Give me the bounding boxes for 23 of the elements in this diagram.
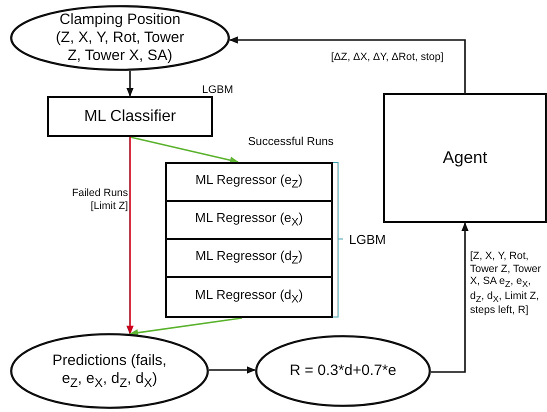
node-text: ML Regressor (d$_{X}$): [195, 287, 303, 307]
arrow: [430, 222, 469, 373]
node-text: ML Classifier: [84, 106, 176, 126]
arrow: [130, 136, 239, 164]
arrow: [208, 366, 256, 374]
arrow: [228, 36, 466, 93]
node-text: ML Regressor (d$_{Z}$): [195, 248, 303, 268]
model-label: LGBM: [202, 84, 234, 98]
model-label: LGBM: [349, 232, 386, 248]
node-text: Predictions (fails, e$_{Z}$, e$_{X}$, d$_{Z}$, d$_{X}$): [51, 352, 168, 390]
arrow: [126, 70, 134, 97]
agent-box: [383, 93, 547, 223]
reward-ellipse: [255, 335, 431, 407]
node-text: Clamping Position (Z, X, Y, Rot, Tower Z, Tower X, SA): [54, 11, 186, 65]
node-text: Agent: [442, 148, 488, 168]
predictions-ellipse: [10, 333, 209, 409]
node-text: R = 0.3*d+0.7*e: [290, 362, 396, 380]
arrow: [126, 137, 134, 335]
edge-label: [ΔZ, ΔX, ΔY, ΔRot, stop]: [331, 51, 444, 64]
position-ellipse: [10, 5, 230, 71]
node-text: ML Regressor (e$_{Z}$): [195, 172, 303, 192]
arrow: [129, 317, 242, 336]
node-text: ML Regressor (e$_{X}$): [195, 210, 303, 230]
